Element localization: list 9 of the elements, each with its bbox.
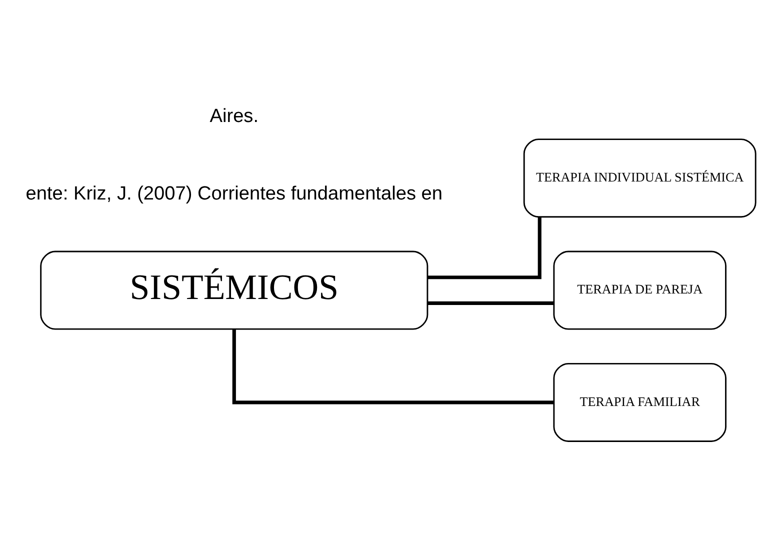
connector [428, 216, 542, 279]
node-box: TERAPIA DE PAREJA [553, 250, 726, 330]
node-box: SISTÉMICOS [40, 250, 428, 330]
connector [428, 300, 554, 304]
label: Aires. [210, 105, 259, 126]
connector [232, 328, 554, 404]
node-box: TERAPIA INDIVIDUAL SISTÉMICA [523, 138, 756, 218]
label: ente: Kriz, J. (2007) Corrientes fundamentales en [26, 182, 443, 204]
node-box: TERAPIA FAMILIAR [553, 362, 726, 442]
